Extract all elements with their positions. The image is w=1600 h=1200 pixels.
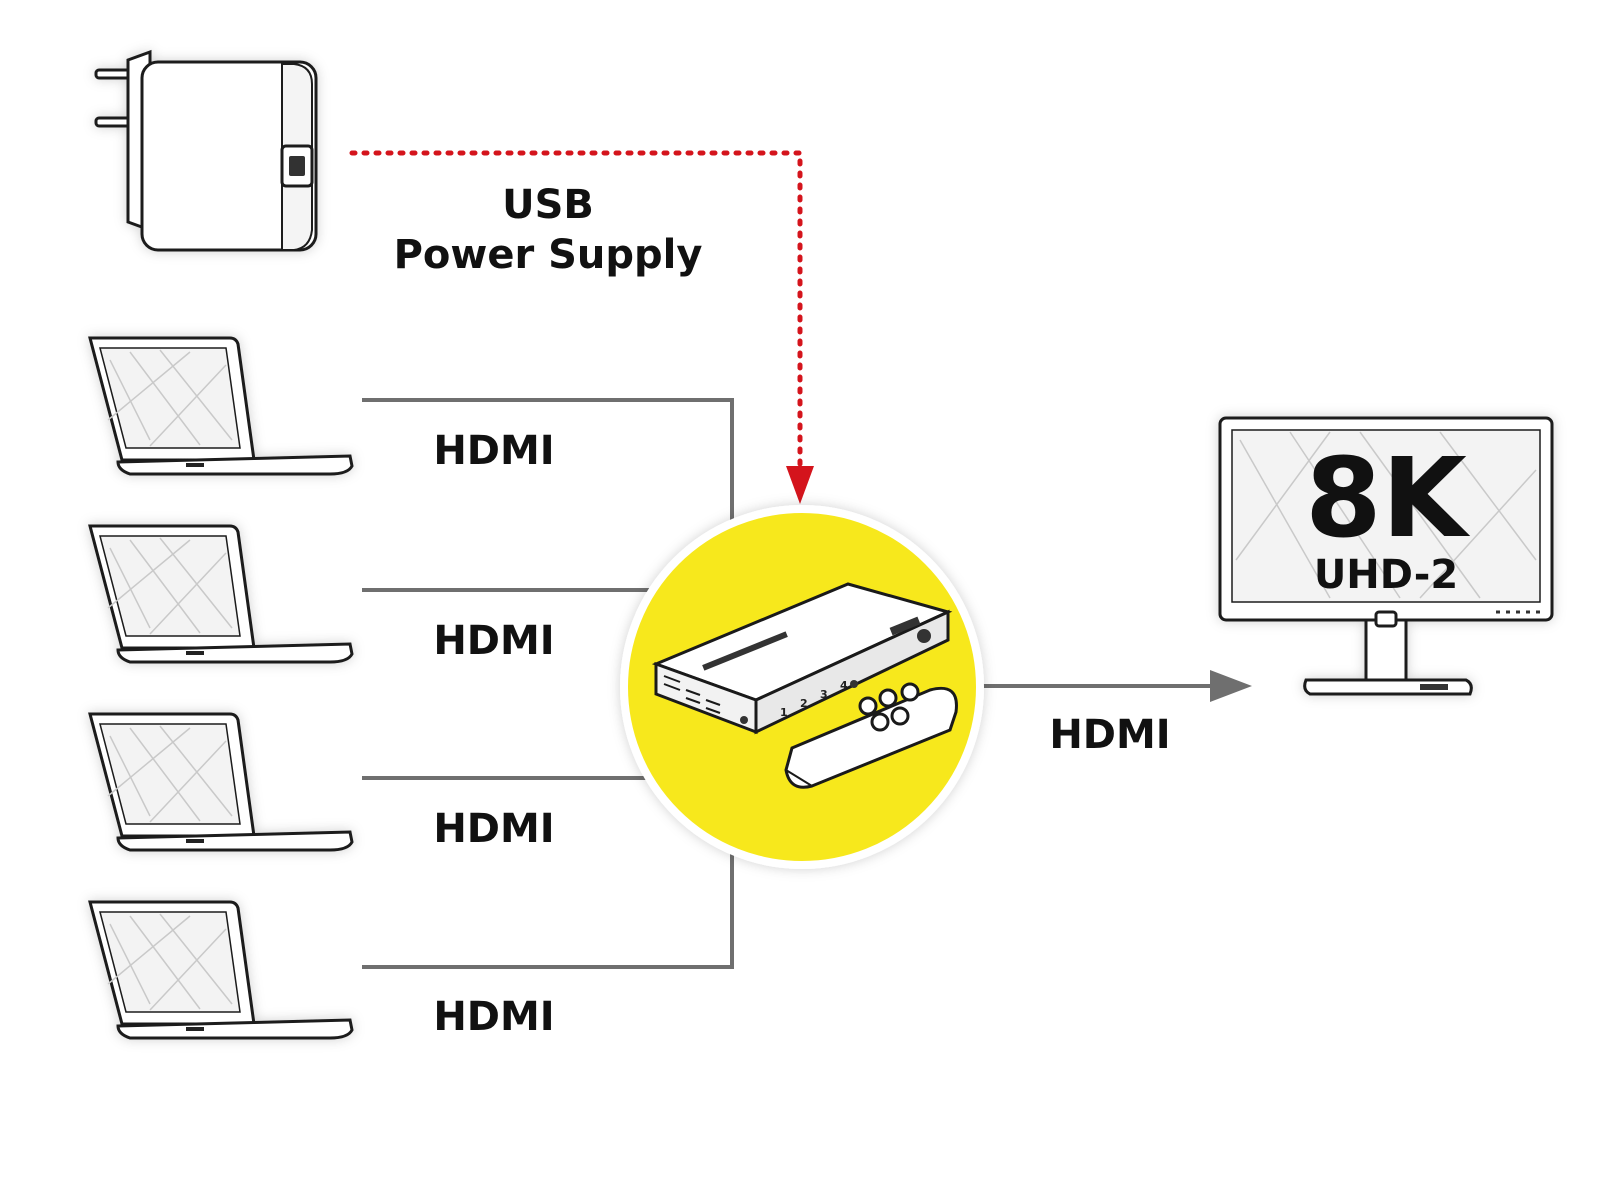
input-4-hdmi-label: HDMI (433, 994, 554, 1040)
switch-port-3-label: 3 (820, 688, 828, 701)
input-1-hdmi-label: HDMI (433, 428, 554, 474)
remote-control-icon (784, 682, 958, 789)
input-2-hdmi-label: HDMI (433, 618, 554, 664)
laptop-icon-2 (90, 526, 352, 662)
laptop-icon-3 (90, 714, 352, 850)
monitor-icon (1218, 416, 1554, 696)
switch-port-4-label: 4 (840, 679, 848, 692)
input-3-hdmi-label: HDMI (433, 806, 554, 852)
power-label-line2: Power Supply (394, 232, 703, 278)
switch-port-2-label: 2 (800, 697, 808, 710)
output-arrow-icon (1210, 670, 1252, 702)
power-supply-icon (94, 49, 318, 252)
switch-port-1-label: 1 (780, 706, 788, 719)
laptop-icon (88, 336, 354, 476)
power-cable (349, 150, 803, 495)
monitor-resolution-text: 8K (1305, 434, 1471, 562)
monitor-standard-text: UHD-2 (1314, 552, 1458, 598)
input-cables (362, 398, 734, 969)
laptop-icon-4 (90, 902, 352, 1038)
hdmi-switch-icon: 1 2 3 4 (651, 582, 953, 735)
output-hdmi-label: HDMI (1049, 712, 1170, 758)
power-arrow-icon (786, 466, 814, 504)
power-label-line1: USB (502, 182, 594, 228)
